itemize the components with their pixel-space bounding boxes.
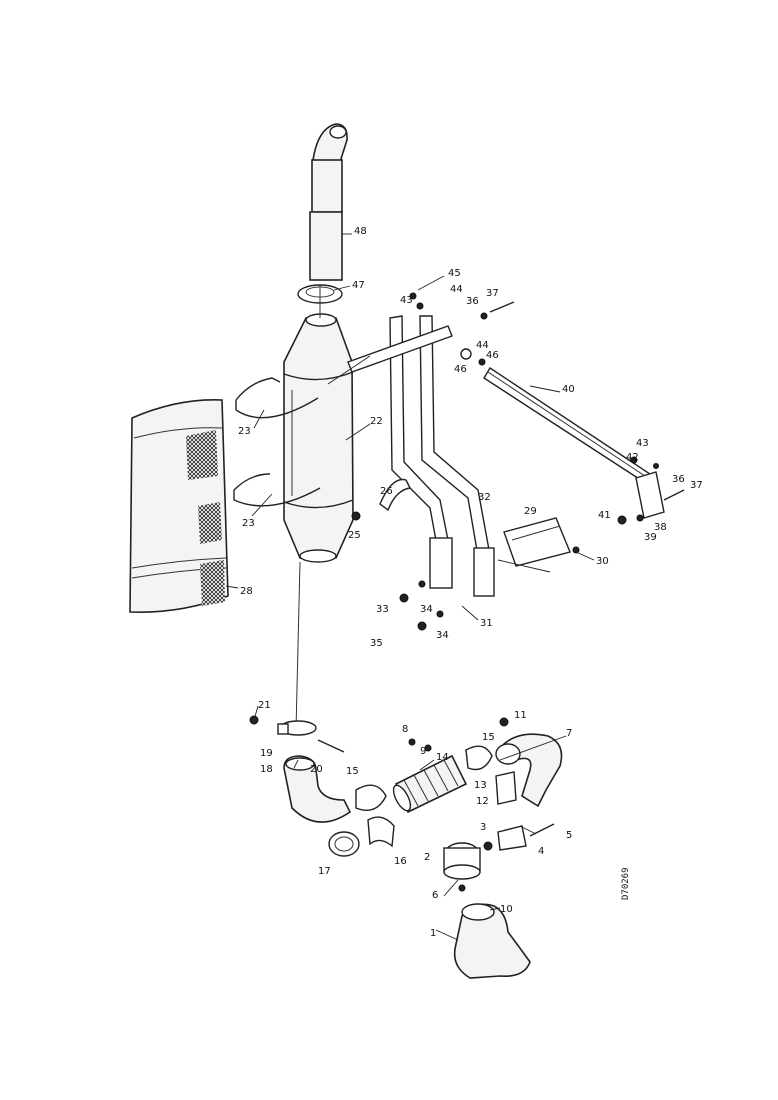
callout-22: 22 [370, 416, 383, 427]
callout-3: 3 [480, 822, 486, 833]
callout-44: 44 [476, 340, 489, 351]
callout-10: 10 [500, 904, 513, 915]
callout-35: 35 [370, 638, 383, 649]
inlet-pipe [453, 903, 531, 979]
callout-40: 40 [562, 384, 575, 395]
callout-42: 42 [626, 452, 639, 463]
callout-39: 39 [644, 532, 657, 543]
callout-14: 14 [436, 752, 449, 763]
callout-4: 4 [538, 846, 544, 857]
support-frame [347, 315, 495, 597]
callout-11: 11 [514, 710, 527, 721]
tail-pipe [309, 123, 348, 281]
callout-13: 13 [474, 780, 487, 791]
callout-43: 43 [400, 295, 413, 306]
callout-29: 29 [524, 506, 537, 517]
callout-28: 28 [240, 586, 253, 597]
fasteners [249, 292, 685, 892]
callout-6: 6 [432, 890, 438, 901]
callout-23: 23 [242, 518, 255, 529]
callout-15: 15 [346, 766, 359, 777]
callout-21: 21 [258, 700, 271, 711]
stay-bar-bracket [635, 471, 665, 519]
callout-44: 44 [450, 284, 463, 295]
callout-41: 41 [598, 510, 611, 521]
callout-48: 48 [354, 226, 367, 237]
callout-19: 19 [260, 748, 273, 759]
callout-34: 34 [436, 630, 449, 641]
hose [379, 478, 412, 512]
callout-34: 34 [420, 604, 433, 615]
callout-30: 30 [596, 556, 609, 567]
clamp-15-right [465, 745, 493, 771]
callout-8: 8 [402, 724, 408, 735]
leader-lines [225, 233, 595, 941]
callout-47: 47 [352, 280, 365, 291]
callout-38: 38 [654, 522, 667, 533]
callout-1: 1 [430, 928, 436, 939]
callout-31: 31 [480, 618, 493, 629]
callout-32: 32 [478, 492, 491, 503]
callout-25: 25 [348, 530, 361, 541]
callout-46: 46 [454, 364, 467, 375]
clamp-16 [367, 816, 395, 848]
callout-37: 37 [486, 288, 499, 299]
callout-26: 26 [380, 486, 393, 497]
callout-16: 16 [394, 856, 407, 867]
centre-line [295, 561, 301, 731]
callout-36: 36 [672, 474, 685, 485]
heat-shield [129, 399, 229, 613]
callout-20: 20 [310, 764, 323, 775]
callout-43: 43 [636, 438, 649, 449]
bend-pipe [283, 755, 352, 823]
flexible-pipe [392, 754, 468, 814]
muffler-strap-upper [235, 377, 319, 419]
callout-7: 7 [566, 728, 572, 739]
callout-9: 9 [420, 746, 426, 757]
mounting-bracket [503, 517, 571, 567]
callout-37: 37 [690, 480, 703, 491]
callout-46: 46 [486, 350, 499, 361]
callout-5: 5 [566, 830, 572, 841]
callout-labels: 4847454344363744464640222323262532292843… [238, 226, 703, 939]
gasket-17 [328, 831, 360, 857]
callout-12: 12 [476, 796, 489, 807]
lower-clamp-assembly [443, 825, 527, 880]
bracket-13 [495, 771, 517, 805]
callout-33: 33 [376, 604, 389, 615]
callout-18: 18 [260, 764, 273, 775]
callout-23: 23 [238, 426, 251, 437]
callout-36: 36 [466, 296, 479, 307]
clamp-15-left [355, 784, 387, 811]
callout-15: 15 [482, 732, 495, 743]
callout-17: 17 [318, 866, 331, 877]
muffler-strap-lower [233, 473, 321, 507]
callout-2: 2 [424, 852, 430, 863]
drawing-code: D70269 [621, 867, 631, 900]
callout-45: 45 [448, 268, 461, 279]
upper-pipe-clamp [277, 720, 317, 736]
muffler [283, 313, 354, 563]
